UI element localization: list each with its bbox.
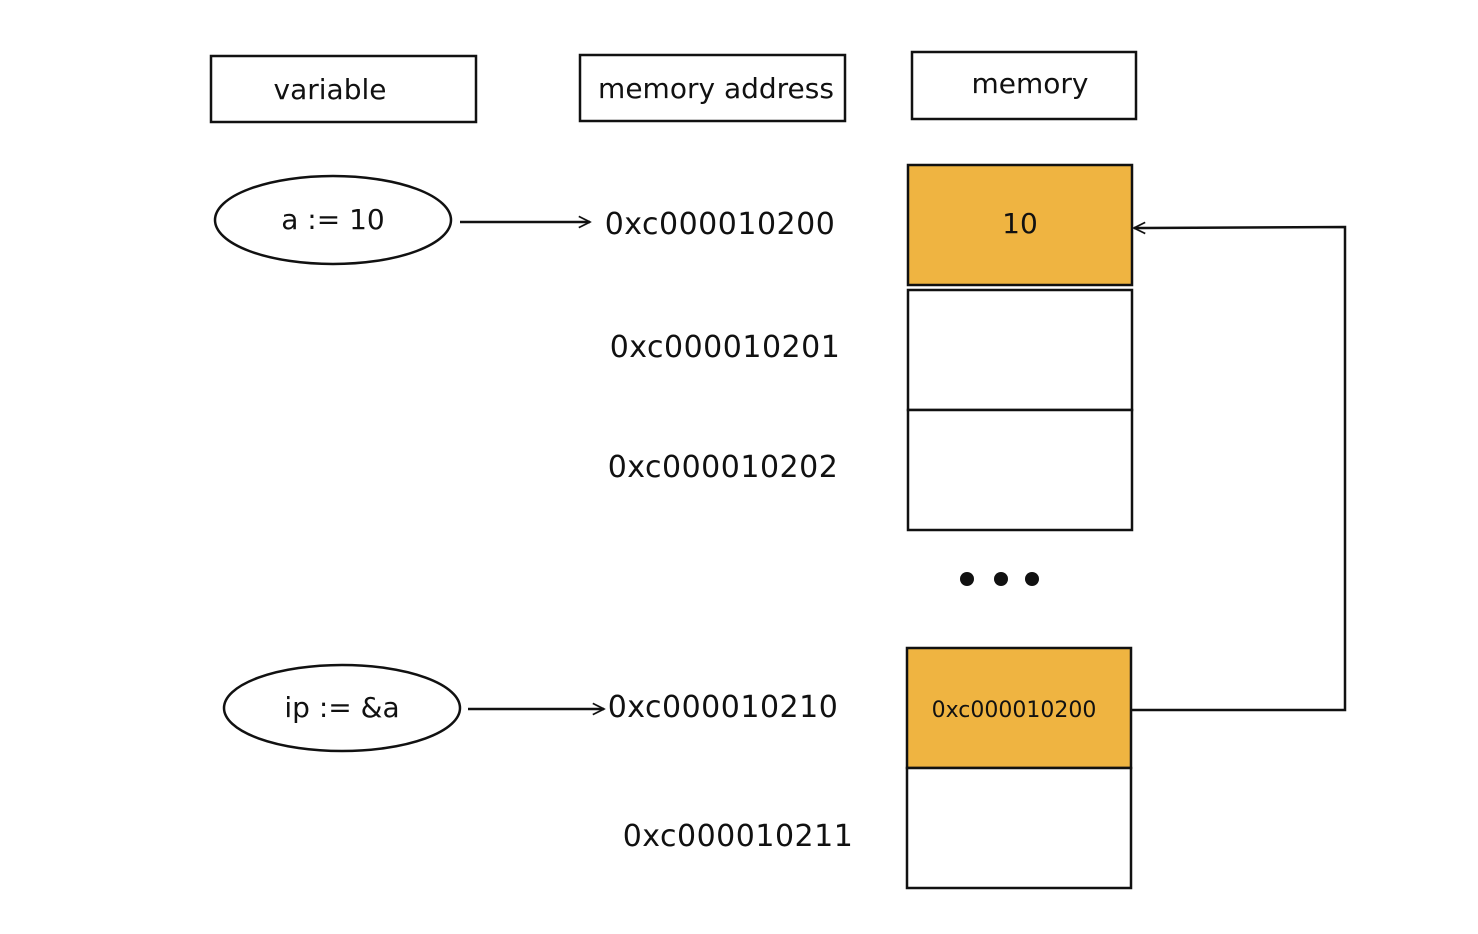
address-1: 0xc000010201 bbox=[610, 330, 841, 365]
header-memory-address: memory address bbox=[578, 53, 847, 123]
header-memory-address-label: memory address bbox=[598, 72, 834, 105]
memory-cell-4 bbox=[905, 766, 1133, 890]
memory-cell-3-value: 0xc000010200 bbox=[932, 698, 1097, 723]
ellipsis-dots bbox=[960, 572, 1039, 586]
variable-ip: ip := &a bbox=[222, 663, 462, 753]
variable-a: a := 10 bbox=[213, 174, 453, 266]
variable-ip-label: ip := &a bbox=[284, 691, 399, 724]
memory-cell-1 bbox=[906, 288, 1134, 412]
variable-a-label: a := 10 bbox=[281, 203, 384, 236]
pointer-arrow-ip-to-a bbox=[1131, 227, 1347, 712]
header-memory: memory bbox=[910, 50, 1138, 121]
memory-cell-0-value: 10 bbox=[1002, 207, 1038, 240]
address-4: 0xc000010211 bbox=[623, 819, 854, 854]
header-memory-label: memory bbox=[972, 67, 1089, 100]
memory-cell-0: 10 bbox=[906, 163, 1134, 287]
header-variable: variable bbox=[209, 54, 478, 124]
address-2: 0xc000010202 bbox=[608, 450, 839, 485]
header-variable-label: variable bbox=[274, 73, 387, 106]
address-3: 0xc000010210 bbox=[608, 690, 839, 725]
address-0: 0xc000010200 bbox=[605, 207, 836, 242]
memory-cell-2 bbox=[906, 408, 1134, 532]
memory-cell-3: 0xc000010200 bbox=[905, 646, 1133, 770]
